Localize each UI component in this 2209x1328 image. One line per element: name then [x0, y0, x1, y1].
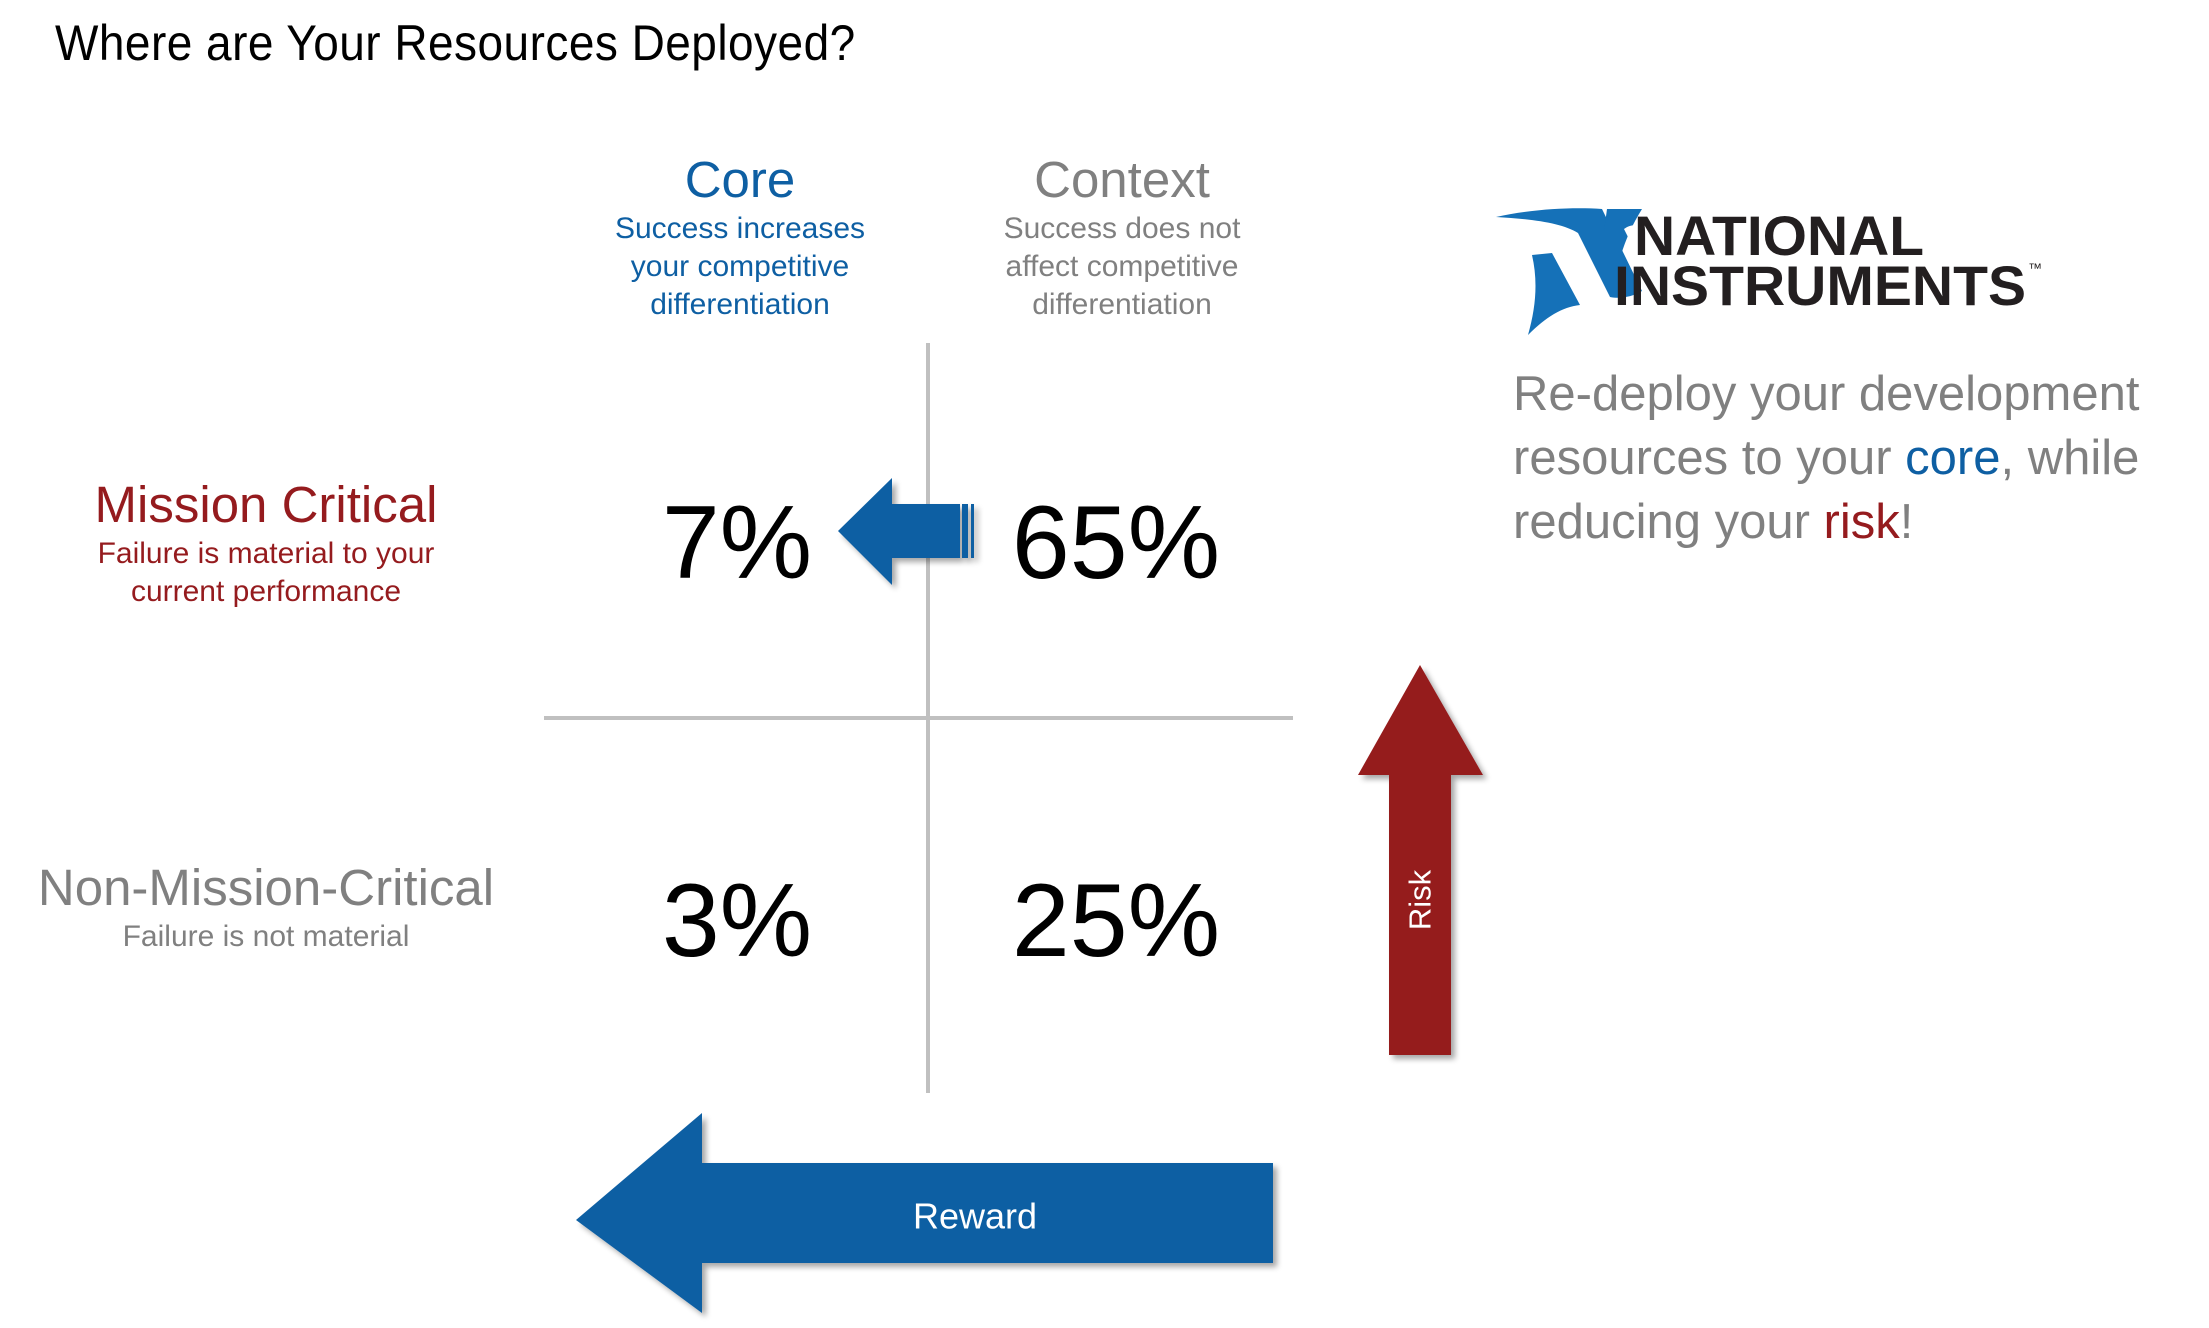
column-header-context: Context Success does not affect competit… — [932, 150, 1312, 324]
non-mission-critical-desc: Failure is not material — [122, 920, 410, 953]
tagline-part3: ! — [1899, 495, 1914, 549]
core-desc-line1: Success increases — [614, 212, 866, 245]
reward-arrow — [576, 1113, 1273, 1313]
context-desc-line1: Success does not — [1003, 212, 1241, 245]
context-desc-line3: differentiation — [1032, 288, 1212, 321]
mission-critical-desc-line1: Failure is material to your — [97, 537, 435, 570]
context-desc-line2: affect competitive — [1005, 250, 1239, 283]
quadrant-context-mission-critical-value: 65% — [1011, 485, 1221, 601]
non-mission-critical-heading: Non-Mission-Critical — [37, 859, 495, 916]
page-title: Where are Your Resources Deployed? — [55, 15, 856, 71]
logo-line2: INSTRUMENTS — [1614, 254, 2026, 317]
tagline-risk-word: risk — [1823, 495, 1900, 549]
reward-arrow-icon — [576, 1113, 1273, 1313]
tagline: Re-deploy your development resources to … — [1513, 362, 2193, 554]
quadrant-core-mission-critical-value: 7% — [661, 485, 813, 601]
ni-eagle-logo-icon: NATIONAL INSTRUMENTS ™ — [1496, 204, 2042, 335]
core-desc-line2: your competitive — [630, 250, 850, 283]
quadrant-context-non-mission-critical-value: 25% — [1011, 863, 1221, 979]
quadrant-horizontal-divider — [544, 716, 1293, 720]
column-header-core: Core Success increases your competitive … — [550, 150, 930, 324]
tagline-core-word: core — [1905, 431, 2001, 485]
mission-critical-heading: Mission Critical — [94, 476, 438, 533]
mission-critical-desc-line2: current performance — [130, 575, 402, 608]
logo-line1: NATIONAL — [1634, 204, 1924, 267]
national-instruments-logo: NATIONAL INSTRUMENTS ™ — [1492, 195, 2052, 345]
risk-arrow-icon — [1358, 665, 1483, 1055]
logo-trademark: ™ — [2028, 260, 2042, 276]
row-header-mission-critical: Mission Critical Failure is material to … — [6, 475, 526, 611]
risk-arrow-label: Risk — [1403, 869, 1438, 930]
row-header-non-mission-critical: Non-Mission-Critical Failure is not mate… — [6, 858, 526, 956]
risk-arrow — [1358, 665, 1483, 1055]
quadrant-core-non-mission-critical-value: 3% — [661, 863, 813, 979]
tagline-part2: , while reducing your — [1513, 431, 2140, 549]
core-desc-line3: differentiation — [650, 288, 830, 321]
tagline-part1: Re-deploy your development resources to … — [1513, 367, 2140, 485]
core-heading: Core — [684, 151, 796, 208]
reward-arrow-label: Reward — [913, 1196, 1037, 1237]
context-heading: Context — [1034, 151, 1210, 208]
